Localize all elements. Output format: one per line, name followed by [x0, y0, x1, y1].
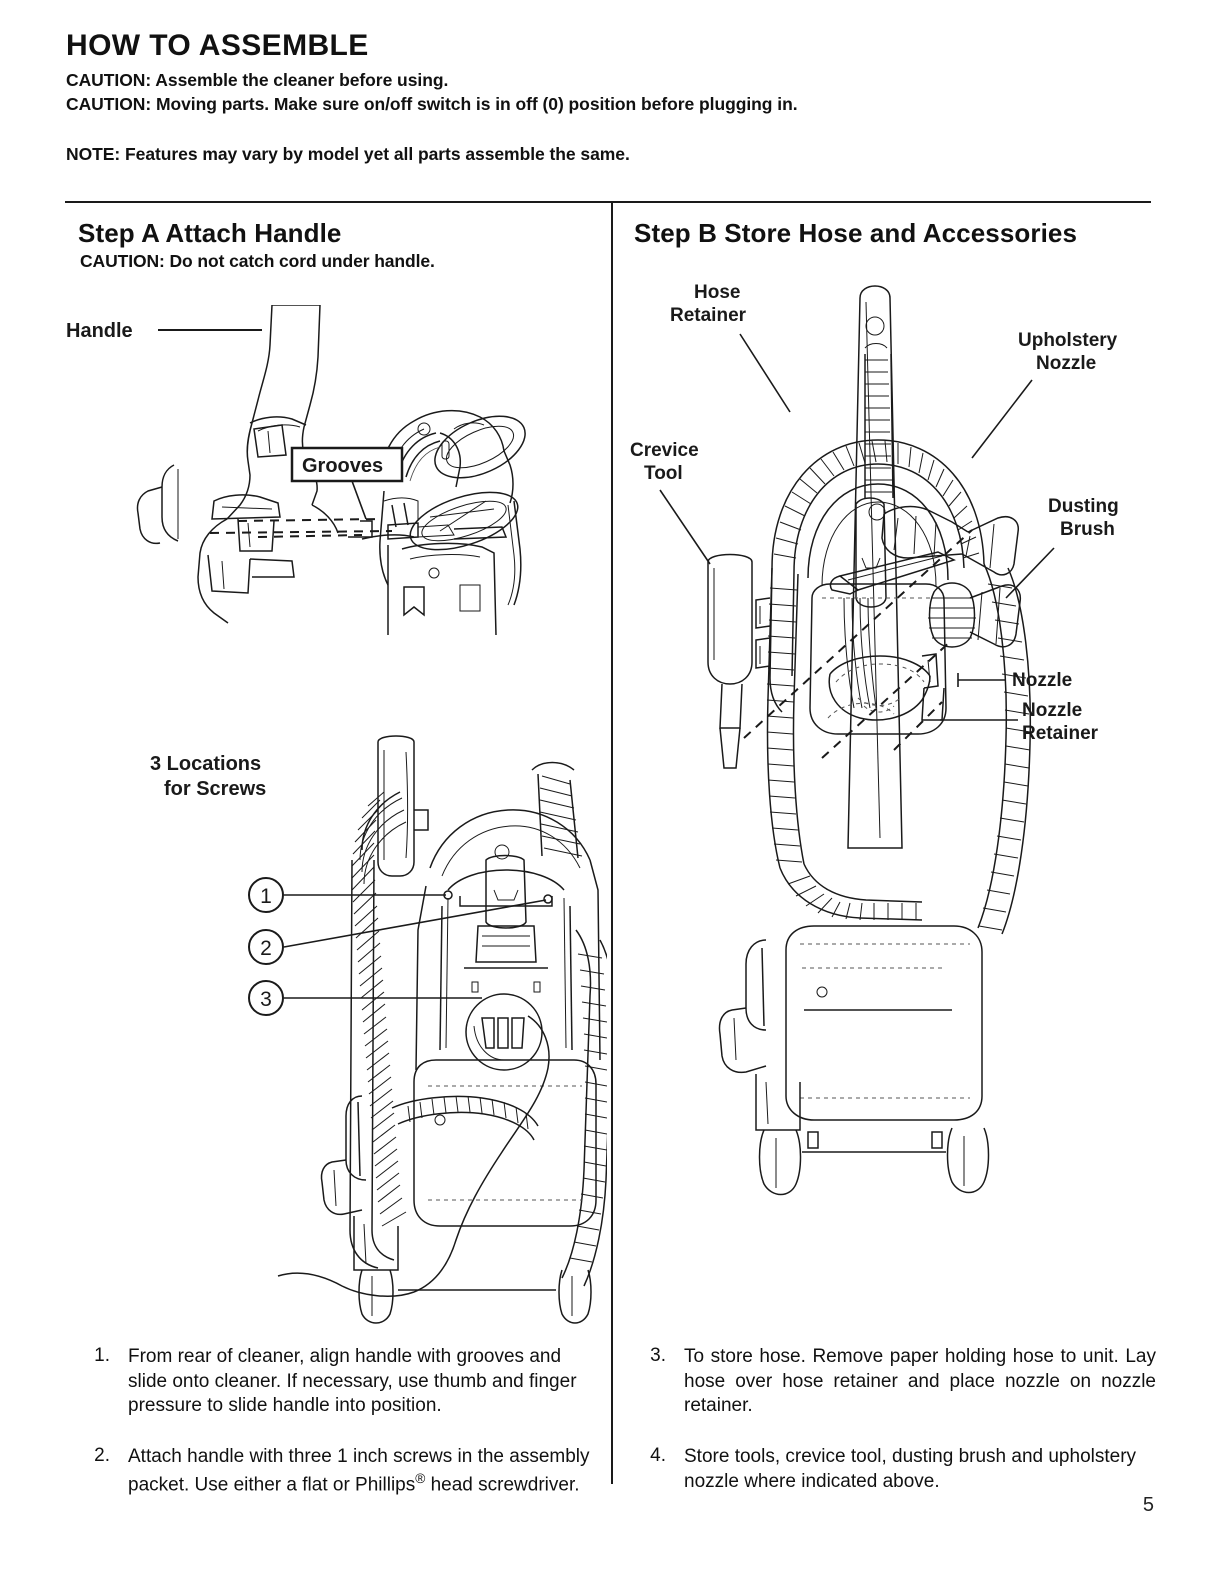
caution-line-2: CAUTION: Moving parts. Make sure on/off … — [66, 93, 798, 114]
step-a-caution: CAUTION: Do not catch cord under handle. — [80, 251, 435, 271]
instruction-text: Attach handle with three 1 inch screws i… — [128, 1445, 600, 1498]
instruction-text-part2: head screwdriver. — [425, 1474, 580, 1496]
step-b-instructions: 3. To store hose. Remove paper holding h… — [636, 1345, 1156, 1520]
screw-marker-2: 2 — [248, 894, 553, 965]
step-b-figure: Hose Retainer Upholstery Nozzle Crevice … — [622, 268, 1167, 1318]
label-screw-locations-line2: for Screws — [164, 778, 266, 800]
svg-text:3: 3 — [260, 988, 272, 1011]
label-nozzle: Nozzle — [1012, 670, 1072, 691]
step-a-figure-handle: Handle — [62, 305, 607, 635]
step-a-column: Step A Attach Handle CAUTION: Do not cat… — [66, 210, 607, 1500]
step-a-heading: Step A Attach Handle — [78, 218, 342, 248]
label-crevice-tool-line1: Crevice — [630, 440, 699, 461]
instruction-number: 1. — [94, 1345, 110, 1366]
label-hose-retainer-line2: Retainer — [670, 305, 747, 326]
instruction-item: 1. From rear of cleaner, align handle wi… — [80, 1345, 600, 1419]
label-crevice-tool-line2: Tool — [644, 463, 683, 484]
instruction-number: 2. — [94, 1445, 110, 1467]
instruction-item: 3. To store hose. Remove paper holding h… — [636, 1345, 1156, 1419]
label-grooves: Grooves — [302, 455, 383, 477]
label-nozzle-retainer-line1: Nozzle — [1022, 700, 1082, 721]
screw-marker-3: 3 — [248, 980, 482, 1016]
registered-mark: ® — [415, 1470, 426, 1486]
page-title: HOW TO ASSEMBLE — [66, 29, 369, 62]
label-screw-locations-line1: 3 Locations — [150, 753, 261, 775]
header-block: HOW TO ASSEMBLE CAUTION: Assemble the cl… — [66, 30, 1156, 165]
label-dusting-brush-line2: Brush — [1060, 519, 1115, 540]
step-a-figure-screws: 3 Locations for Screws 1 2 3 — [62, 730, 607, 1340]
instruction-text: From rear of cleaner, align handle with … — [128, 1346, 577, 1417]
label-upholstery-nozzle-line2: Nozzle — [1036, 353, 1096, 374]
instruction-text: To store hose. Remove paper holding hose… — [684, 1346, 1156, 1417]
caution-line-1: CAUTION: Assemble the cleaner before usi… — [66, 69, 449, 90]
step-b-heading: Step B Store Hose and Accessories — [634, 218, 1078, 248]
step-a-instructions: 1. From rear of cleaner, align handle wi… — [80, 1345, 600, 1524]
label-upholstery-nozzle-line1: Upholstery — [1018, 330, 1118, 351]
page-number: 5 — [1142, 1494, 1154, 1516]
instruction-text: Store tools, crevice tool, dusting brush… — [684, 1446, 1137, 1492]
column-divider-rule — [611, 201, 613, 1484]
instruction-number: 3. — [650, 1345, 666, 1366]
instruction-item: 2. Attach handle with three 1 inch screw… — [80, 1445, 600, 1498]
label-nozzle-retainer-line2: Retainer — [1022, 723, 1099, 744]
step-b-column: Step B Store Hose and Accessories — [622, 210, 1162, 1500]
svg-text:2: 2 — [260, 937, 272, 960]
note-line: NOTE: Features may vary by model yet all… — [66, 143, 630, 164]
instruction-item: 4. Store tools, crevice tool, dusting br… — [636, 1445, 1156, 1494]
instruction-text-part1: Attach handle with three 1 inch screws i… — [128, 1446, 590, 1496]
svg-text:1: 1 — [260, 885, 272, 908]
label-hose-retainer-line1: Hose — [694, 282, 740, 303]
grooves-callout-box — [290, 446, 404, 483]
label-dusting-brush-line1: Dusting — [1048, 496, 1119, 517]
instruction-number: 4. — [650, 1445, 666, 1467]
header-divider-rule — [65, 201, 1151, 203]
dusting-brush-shape — [928, 582, 1022, 648]
label-handle: Handle — [66, 320, 133, 342]
